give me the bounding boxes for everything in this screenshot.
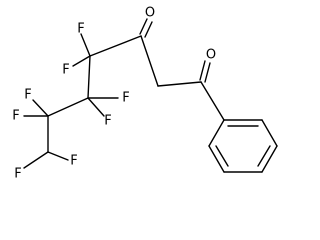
chemical-structure: O O F F F F F F F F [12, 6, 278, 182]
bond-c1-phenyl [200, 81, 225, 121]
bond-c3-o1-a [139, 18, 148, 35]
bond-c3-c2 [140, 35, 159, 87]
atom-f1: F [77, 22, 84, 37]
bond-c5-f4 [87, 97, 105, 117]
bond-c2-c1 [157, 81, 202, 87]
atom-f6: F [12, 109, 19, 124]
atom-f3: F [122, 91, 129, 106]
ring-bond-5 [208, 145, 225, 173]
bond-c7-f8 [47, 151, 69, 161]
atom-f8: F [70, 154, 77, 169]
bond-c7-f7 [23, 151, 49, 169]
atom-f7: F [14, 167, 21, 182]
bond-c4-f2 [72, 55, 91, 67]
bond-c6-f5 [32, 99, 49, 117]
ring-inner-3 [215, 145, 229, 167]
atom-o2: O [206, 48, 216, 63]
atom-f2: F [62, 63, 69, 78]
ring-bond-2 [261, 119, 278, 147]
atom-f4: F [104, 114, 111, 129]
bond-c4-c5 [87, 55, 91, 99]
atom-o1: O [145, 6, 155, 21]
bond-c5-c6 [47, 97, 89, 117]
ring-bond-3 [261, 145, 278, 173]
bond-c1-o2-a [199, 60, 206, 81]
structure-canvas: O O F F F F F F F F [12, 6, 278, 182]
bond-c1-o2-b [204, 62, 211, 83]
bond-c4-f1 [80, 33, 91, 57]
bond-c4-c3 [89, 35, 142, 57]
ring-bond-6 [208, 119, 225, 147]
atom-f5: F [24, 88, 31, 103]
bond-c3-o1-b [144, 21, 153, 38]
bond-set [23, 18, 278, 173]
atom-labels: O O F F F F F F F F [12, 6, 216, 182]
ring-inner-2 [257, 145, 271, 167]
